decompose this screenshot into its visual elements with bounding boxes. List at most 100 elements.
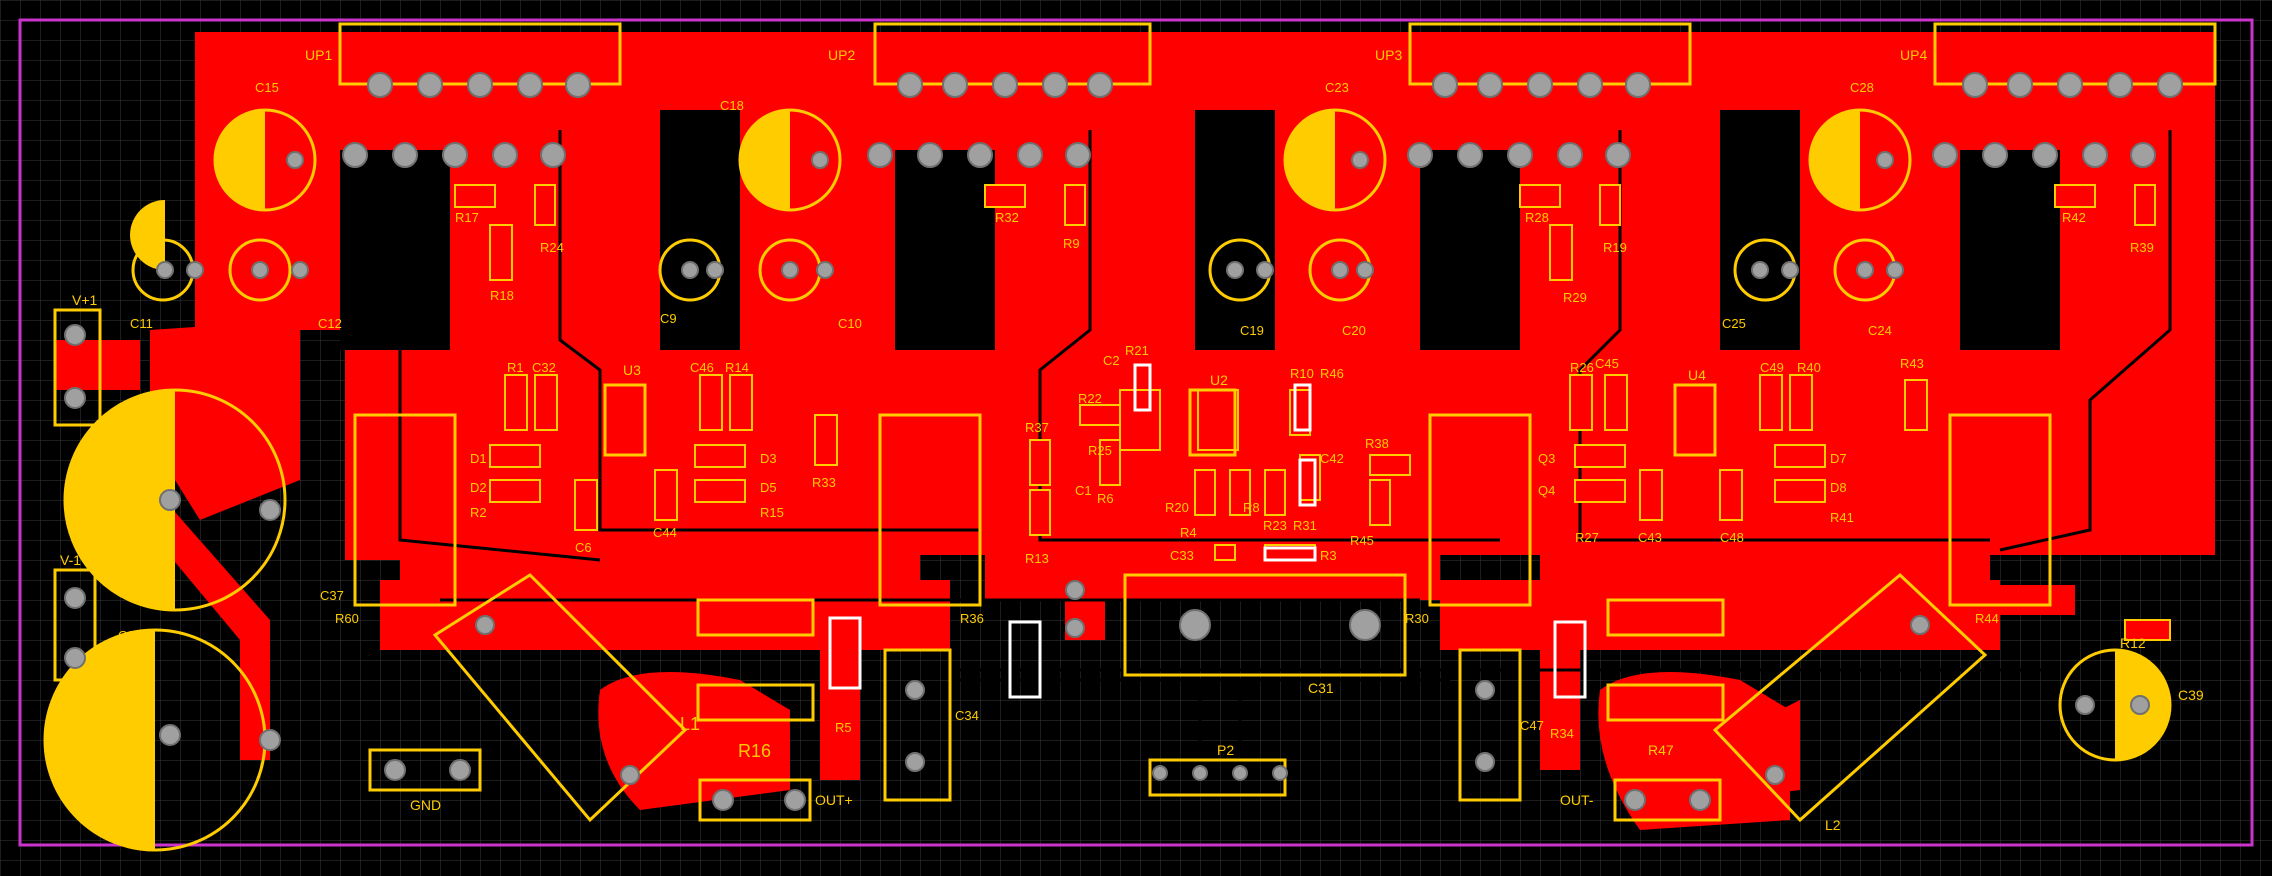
board-outline	[18, 18, 2254, 847]
designator-r23: R23	[1263, 518, 1287, 533]
designator-r21: R21	[1125, 343, 1149, 358]
label-c31: C31	[1308, 680, 1334, 696]
designator-c1: C1	[1075, 483, 1092, 498]
designator-r45: R45	[1350, 533, 1374, 548]
designator-r39: R39	[2130, 240, 2154, 255]
label-r12: R12	[2120, 635, 2146, 651]
designator-c42: C42	[1320, 451, 1344, 466]
pads	[64, 72, 2183, 811]
designator-r25: R25	[1088, 443, 1112, 458]
designator-c10: C10	[838, 316, 862, 331]
designator-r30: R30	[1405, 611, 1429, 626]
designator-d3: D3	[760, 451, 777, 466]
designator-c45: C45	[1595, 356, 1619, 371]
designator-r24: R24	[540, 240, 564, 255]
designator-r9: R9	[1063, 236, 1080, 251]
designator-r36: R36	[960, 611, 984, 626]
designator-c6: C6	[575, 540, 592, 555]
label-vplus: V+1	[72, 292, 98, 308]
designator-c37: C37	[320, 588, 344, 603]
designator-r10: R10	[1290, 366, 1314, 381]
label-l1: L1	[680, 714, 700, 734]
label-l2: L2	[1825, 817, 1841, 833]
designator-r42: R42	[2062, 210, 2086, 225]
label-r16: R16	[738, 741, 771, 761]
designator-r26: R26	[1570, 360, 1594, 375]
designator-c20: C20	[1342, 323, 1366, 338]
designator-r41: R41	[1830, 510, 1854, 525]
label-outplus: OUT+	[815, 792, 853, 808]
designator-q3: Q3	[1538, 451, 1555, 466]
designator-c48: C48	[1720, 530, 1744, 545]
designator-c19: C19	[1240, 323, 1264, 338]
designator-r17: R17	[455, 210, 479, 225]
designator-r44: R44	[1975, 611, 1999, 626]
designator-q4: Q4	[1538, 483, 1555, 498]
designator-r28: R28	[1525, 210, 1549, 225]
designator-r34: R34	[1550, 726, 1574, 741]
designator-c12: C12	[318, 316, 342, 331]
designator-c43: C43	[1638, 530, 1662, 545]
designator-r37: R37	[1025, 420, 1049, 435]
designator-d1: D1	[470, 451, 487, 466]
designator-c46: C46	[690, 360, 714, 375]
designator-d2: D2	[470, 480, 487, 495]
label-u2: U2	[1210, 372, 1228, 388]
designator-r13: R13	[1025, 551, 1049, 566]
label-vminus: V-1	[60, 552, 81, 568]
label-gnd: GND	[410, 797, 441, 813]
designator-c11: C11	[130, 316, 153, 331]
designator-r4: R4	[1180, 525, 1197, 540]
designator-c9: C9	[660, 311, 677, 326]
designator-c47: C47	[1520, 718, 1544, 733]
label-up2: UP2	[828, 47, 855, 63]
designator-c33: C33	[1170, 548, 1194, 563]
label-outminus: OUT-	[1560, 792, 1594, 808]
designator-r38: R38	[1365, 436, 1389, 451]
label-c39: C39	[2178, 687, 2204, 703]
designator-r1: R1	[507, 360, 524, 375]
silkscreen-labels: UP1 UP2 UP3 UP4 V+1 V-1 GND OUT+ OUT- L1…	[60, 47, 2204, 833]
designator-r60: R60	[335, 611, 359, 626]
designator-r5: R5	[835, 720, 852, 735]
smd-components	[454, 184, 2171, 641]
designator-c44: C44	[653, 525, 677, 540]
designator-r22: R22	[1078, 391, 1102, 406]
designator-c32: C32	[532, 360, 556, 375]
label-up4: UP4	[1900, 47, 1927, 63]
designator-r29: R29	[1563, 290, 1587, 305]
designator-r40: R40	[1797, 360, 1821, 375]
label-r47: R47	[1648, 742, 1674, 758]
designator-c25: C25	[1722, 316, 1746, 331]
label-u4: U4	[1688, 367, 1706, 383]
designator-c2: C2	[1103, 353, 1120, 368]
electrolytic-caps	[45, 108, 2170, 850]
designator-r20: R20	[1165, 500, 1189, 515]
designator-c23: C23	[1325, 80, 1349, 95]
designator-r32: R32	[995, 210, 1019, 225]
designator-r8: R8	[1243, 500, 1260, 515]
designator-r2: R2	[470, 505, 487, 520]
designator-r6: R6	[1097, 491, 1114, 506]
designator-r43: R43	[1900, 356, 1924, 371]
label-p2: P2	[1217, 742, 1234, 758]
designator-r33: R33	[812, 475, 836, 490]
label-up1: UP1	[305, 47, 332, 63]
designator-c15: C15	[255, 80, 279, 95]
designator-r46: R46	[1320, 366, 1344, 381]
signal-traces	[398, 130, 2172, 770]
designator-c28: C28	[1850, 80, 1874, 95]
ic-outlines	[603, 383, 1717, 457]
designator-r14: R14	[725, 360, 749, 375]
white-pads	[828, 363, 1587, 699]
designator-r18: R18	[490, 288, 514, 303]
designator-c24: C24	[1868, 323, 1892, 338]
designator-c38: C38	[118, 628, 142, 643]
designator-r15: R15	[760, 505, 784, 520]
designator-c34: C34	[955, 708, 979, 723]
designator-r3: R3	[1320, 548, 1337, 563]
designator-r27: R27	[1575, 530, 1599, 545]
designator-d7: D7	[1830, 451, 1847, 466]
